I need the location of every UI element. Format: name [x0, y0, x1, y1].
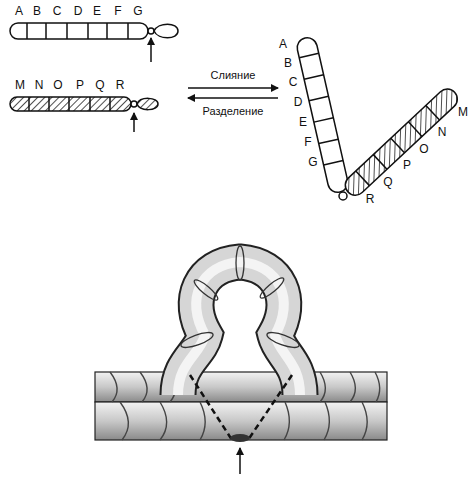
gene-letter: N [438, 126, 447, 138]
chromosome-1 [10, 23, 178, 39]
chromatin-loop-illustration [95, 246, 387, 442]
fusion-arrow [188, 87, 278, 88]
centromere-arrow [133, 113, 135, 132]
gene-letter: G [133, 5, 142, 17]
gene-letter: Q [95, 79, 104, 91]
gene-letter: O [419, 143, 428, 155]
gene-letter: N [35, 79, 44, 91]
gene-letter: C [289, 76, 298, 88]
gene-letter: E [93, 5, 101, 17]
gene-letter: G [308, 156, 317, 168]
gene-letter: D [74, 5, 83, 17]
process-label: Разделение [203, 106, 264, 117]
split-arrow [188, 97, 278, 98]
gene-letter: E [299, 116, 307, 128]
gene-letter: F [114, 5, 121, 17]
gene-letter: R [116, 79, 125, 91]
gene-letter: P [76, 79, 84, 91]
centromere-arrow [150, 38, 152, 62]
gene-letter: B [284, 57, 292, 69]
gene-letter: F [304, 136, 311, 148]
process-label: Слияние [211, 70, 256, 81]
fused-left-arm [295, 36, 350, 195]
gene-letter: M [15, 79, 25, 91]
gene-letter: O [53, 79, 62, 91]
gene-letter: A [279, 38, 287, 50]
centromere [339, 192, 347, 200]
gene-letter: D [294, 96, 303, 108]
gene-letter: M [458, 106, 468, 118]
gene-letter: Q [383, 176, 392, 188]
chromosome-2 [10, 97, 158, 111]
gene-letter: R [366, 193, 375, 205]
centromere-arrow [239, 448, 241, 474]
fused-right-arm [341, 85, 461, 199]
gene-letter: P [403, 159, 411, 171]
gene-letter: B [33, 5, 41, 17]
gene-letter: A [15, 5, 23, 17]
gene-letter: C [53, 5, 62, 17]
